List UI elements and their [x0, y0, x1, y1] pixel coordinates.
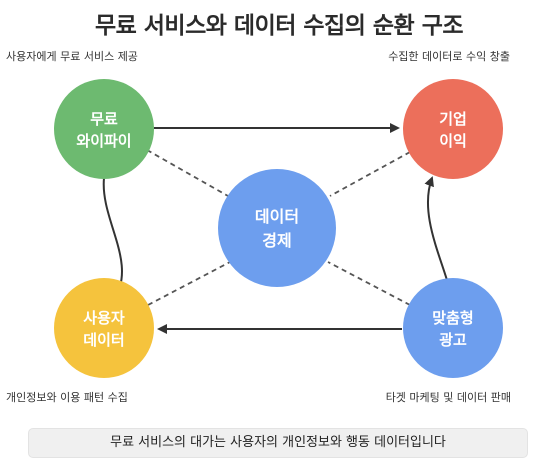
label-bottom-left: 개인정보와 이용 패턴 수집 [6, 391, 128, 404]
label-top-right: 수집한 데이터로 수익 창출 [388, 50, 510, 63]
node-corp-profit-line1: 기업 [439, 110, 467, 128]
node-corp-profit-line2: 이익 [439, 132, 467, 150]
node-free-wifi-line2: 와이파이 [76, 132, 131, 150]
node-data-economy-line2: 경제 [262, 231, 291, 250]
dashed-link-wifi-economy [146, 149, 229, 197]
diagram-title: 무료 서비스와 데이터 수집의 순환 구조 [94, 13, 464, 39]
node-free-wifi-line1: 무료 [90, 110, 118, 128]
footer-note: 무료 서비스의 대가는 사용자의 개인정보와 행동 데이터입니다 [28, 428, 528, 458]
node-corp-profit: 기업 이익 [403, 79, 503, 179]
node-data-economy: 데이터 경제 [218, 169, 336, 287]
dashed-link-userdata-economy [147, 261, 231, 306]
dashed-link-ads-economy [327, 261, 411, 306]
node-user-data-line1: 사용자 [83, 309, 125, 327]
node-targeted-ads: 맞춤형 광고 [403, 278, 503, 378]
node-targeted-ads-line2: 광고 [439, 331, 467, 349]
node-user-data: 사용자 데이터 [54, 278, 154, 378]
node-targeted-ads-line1: 맞춤형 [432, 309, 473, 327]
dashed-link-profit-economy [329, 151, 411, 197]
node-data-economy-line1: 데이터 [255, 207, 299, 226]
node-free-wifi: 무료 와이파이 [54, 79, 154, 179]
label-top-left: 사용자에게 무료 서비스 제공 [6, 50, 138, 63]
label-bottom-right: 타겟 마케팅 및 데이터 판매 [385, 391, 511, 404]
node-user-data-line2: 데이터 [83, 331, 124, 349]
cycle-diagram: 무료 와이파이 기업 이익 데이터 경제 사용자 데이터 맞춤형 광고 [54, 79, 503, 378]
